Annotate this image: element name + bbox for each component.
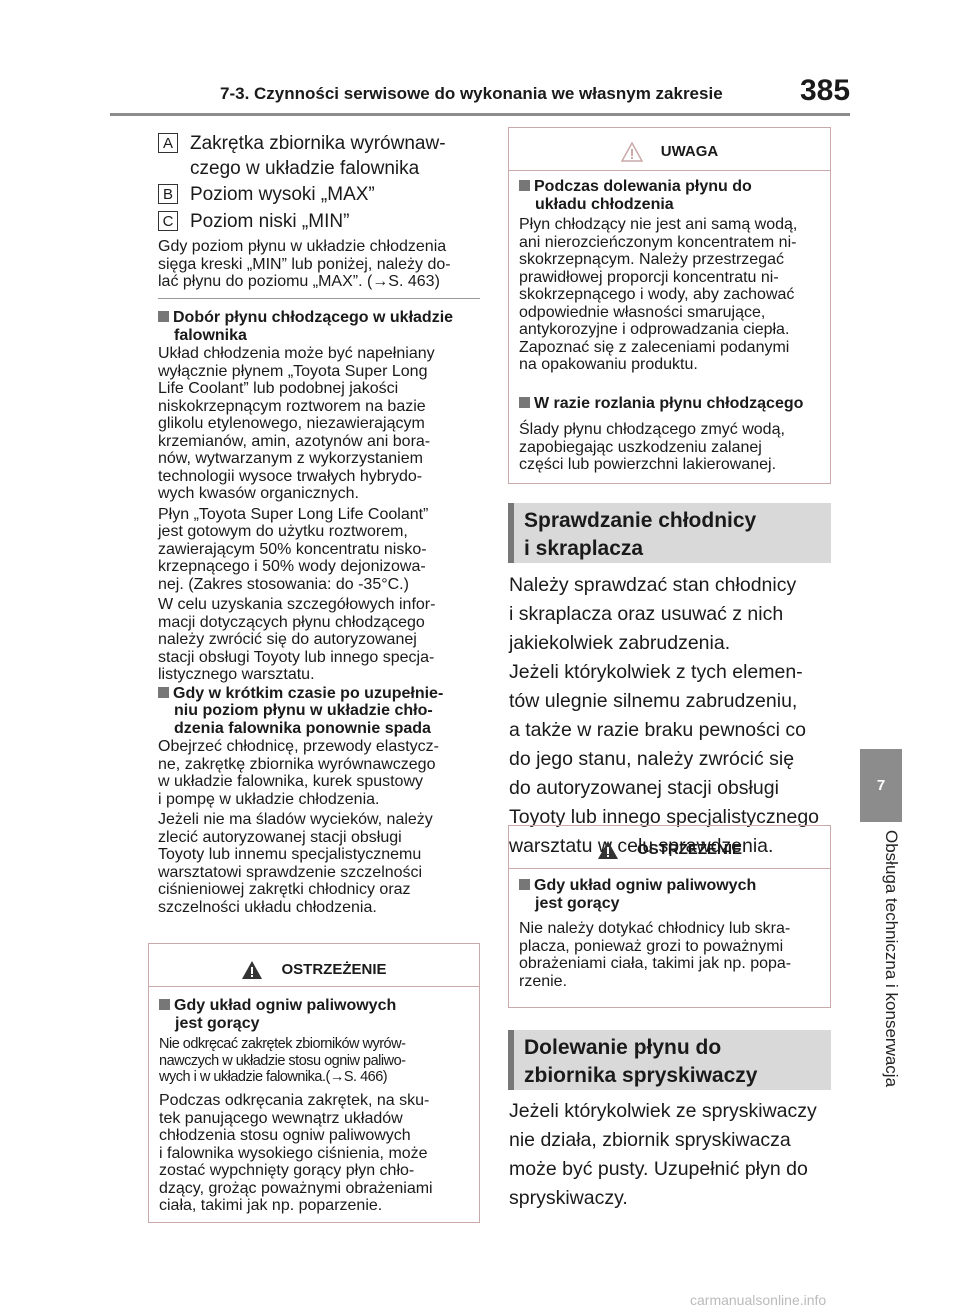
separator xyxy=(158,298,480,299)
square-bullet-icon xyxy=(519,180,530,191)
chapter-tab-label: Obsługa techniczna i konserwacja xyxy=(882,830,901,1088)
warning-paragraph: Nie należy dotykać chłodnicy lub skra-pl… xyxy=(519,920,792,990)
caution-icon xyxy=(620,142,643,162)
caution-paragraph: Ślady płynu chłodzącego zmyć wodą,zapobi… xyxy=(519,421,785,473)
label-c: C Poziom niski „MIN” xyxy=(158,209,488,234)
square-bullet-icon xyxy=(158,311,169,322)
square-bullet-icon xyxy=(159,999,170,1010)
chapter-tab-number: 7 xyxy=(860,749,902,822)
label-b-line-1: Poziom wysoki „MAX” xyxy=(190,184,375,205)
text-line: Gdy poziom płynu w układzie chłodzenia xyxy=(158,238,447,255)
warning-paragraph: Podczas odkręcania zakrętek, na sku-tek … xyxy=(159,1092,433,1214)
marker-a: A xyxy=(158,133,178,153)
marker-b: B xyxy=(158,184,178,204)
caution-title: UWAGA xyxy=(509,142,830,162)
paragraph: W celu uzyskania szczegółowych infor-mac… xyxy=(158,596,436,683)
marker-c: C xyxy=(158,211,178,231)
square-bullet-icon xyxy=(158,686,169,698)
warning-title: OSTRZEŻENIE xyxy=(509,840,830,860)
paragraph: Płyn „Toyota Super Long Life Coolant”jes… xyxy=(158,505,429,593)
caution-subheading: W razie rozlania płynu chłodzącego xyxy=(519,395,845,413)
box-divider xyxy=(509,868,830,869)
intro-paragraph: Gdy poziom płynu w układzie chłodzenia s… xyxy=(158,238,488,291)
section-heading: Gdy w krótkim czasie po uzupełnie-niu po… xyxy=(158,685,488,738)
label-c-line-1: Poziom niski „MIN” xyxy=(190,211,350,232)
square-bullet-icon xyxy=(519,879,530,890)
box-divider xyxy=(509,170,830,171)
warning-icon xyxy=(242,961,263,979)
square-bullet-icon xyxy=(519,397,530,408)
label-a-line-1: Zakrętka zbiornika wyrównaw- xyxy=(190,133,446,154)
chapter-tab-label-wrap: Obsługa techniczna i konserwacja xyxy=(862,830,901,1112)
watermark: carmanualsonline.info xyxy=(690,1292,827,1308)
text-line: sięga kreski „MIN” lub poniżej, należy d… xyxy=(158,255,451,273)
page-number: 385 xyxy=(800,74,851,107)
warning-paragraph: Nie odkręcać zakrętek zbiorników wyrów-n… xyxy=(159,1036,406,1085)
label-a-line-2: czego w układzie falownika xyxy=(190,158,420,179)
label-a: A Zakrętka zbiornika wyrównaw- czego w u… xyxy=(158,131,488,181)
running-header-title: 7-3. Czynności serwisowe do wykonania we… xyxy=(220,84,723,103)
box-divider xyxy=(149,986,479,987)
paragraph: Obejrzeć chłodnicę, przewody elastycz-ne… xyxy=(158,738,440,808)
warning-icon xyxy=(597,841,618,859)
caution-paragraph: Płyn chłodzący nie jest ani samą wodą,an… xyxy=(519,216,798,373)
warning-title: OSTRZEŻENIE xyxy=(149,960,479,980)
header-rule xyxy=(110,113,850,116)
text-line: lać płynu do poziomu „MAX”. (→S. 463) xyxy=(158,273,440,290)
label-b: B Poziom wysoki „MAX” xyxy=(158,182,488,207)
